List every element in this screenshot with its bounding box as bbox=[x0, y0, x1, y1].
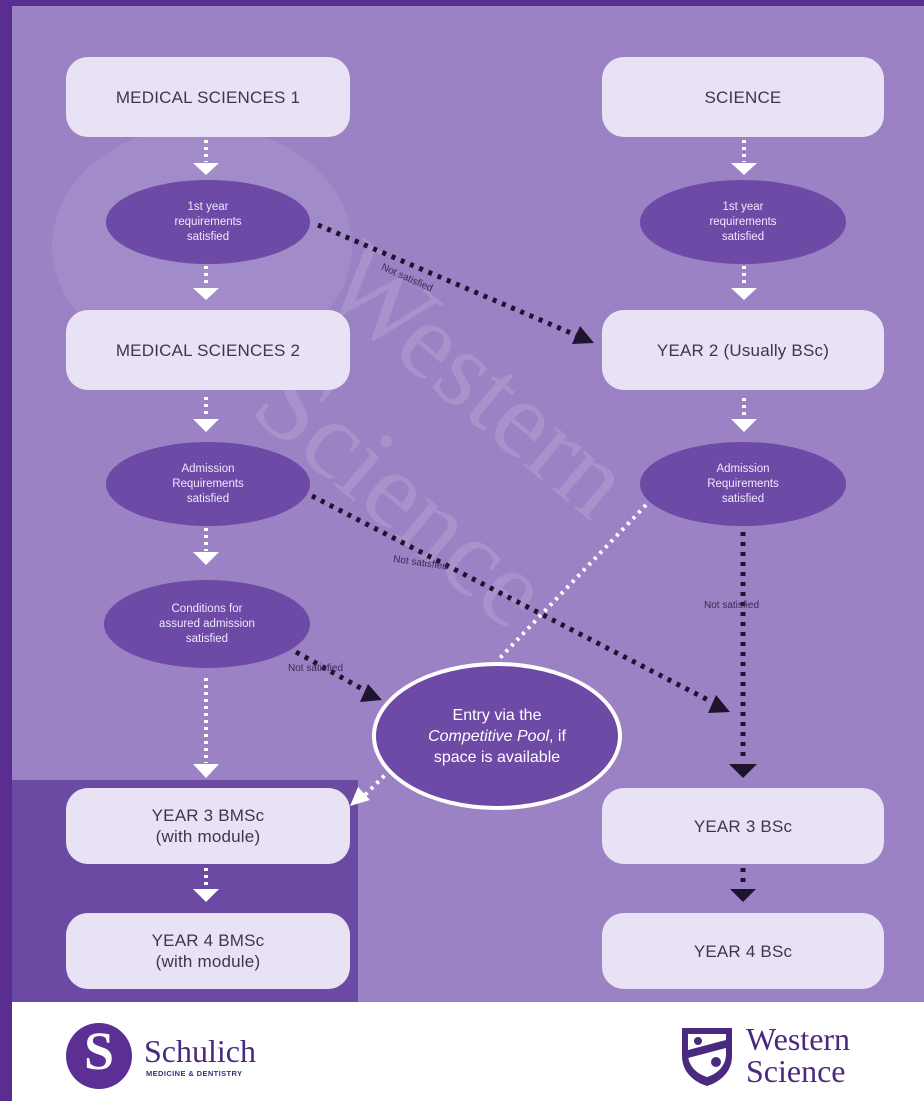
pool-text-italic: Competitive Pool bbox=[428, 727, 550, 745]
arrow-science-to-req bbox=[731, 140, 757, 175]
western-subtitle: Science bbox=[746, 1053, 846, 1089]
arrow-req-not-satisfied-to-year2 bbox=[317, 222, 594, 344]
arrow-sci-admission-not-satisfied-to-year3bsc bbox=[729, 532, 757, 778]
node-1st-year-requirements-sci: 1st year requirements satisfied bbox=[640, 180, 846, 264]
node-medical-sciences-1: MEDICAL SCIENCES 1 bbox=[66, 57, 350, 137]
node-admission-requirements-med: Admission Requirements satisfied bbox=[106, 442, 310, 526]
western-crest-icon bbox=[682, 1028, 732, 1086]
node-year-2: YEAR 2 (Usually BSc) bbox=[602, 310, 884, 390]
frame-border-left bbox=[0, 0, 12, 1101]
arrow-pool-to-year3bmsc bbox=[350, 768, 392, 806]
arrow-admission-not-satisfied-to-year3bsc bbox=[310, 493, 730, 713]
node-medical-sciences-2: MEDICAL SCIENCES 2 bbox=[66, 310, 350, 390]
node-admission-requirements-sci: Admission Requirements satisfied bbox=[640, 442, 846, 526]
arrow-conditions-to-year3 bbox=[193, 678, 219, 778]
node-year-4-bmsc: YEAR 4 BMSc (with module) bbox=[66, 913, 350, 989]
arrow-req-to-med2 bbox=[193, 266, 219, 300]
node-year-4-bsc: YEAR 4 BSc bbox=[602, 913, 884, 989]
schulich-subtitle: MEDICINE & DENTISTRY bbox=[146, 1069, 243, 1078]
label-not-satisfied-4: Not satisfied bbox=[704, 600, 760, 611]
arrow-year2-to-admission bbox=[731, 398, 757, 432]
arrow-admission-to-conditions bbox=[193, 528, 219, 565]
node-year-3-bmsc: YEAR 3 BMSc (with module) bbox=[66, 788, 350, 864]
western-name: Western bbox=[746, 1021, 851, 1057]
arrow-med2-to-admission bbox=[193, 397, 219, 432]
arrow-sci-admission-satisfied-to-pool bbox=[496, 503, 648, 662]
arrow-req-to-year2 bbox=[731, 266, 757, 300]
arrow-conditions-not-satisfied-to-pool bbox=[294, 649, 382, 702]
schulich-name: Schulich bbox=[144, 1033, 256, 1069]
footer-bar bbox=[12, 1002, 924, 1101]
arrow-year3bsc-to-year4bsc bbox=[730, 868, 756, 902]
node-science: SCIENCE bbox=[602, 57, 884, 137]
pool-text-line3: space is available bbox=[433, 748, 561, 766]
pool-text-line2: , if bbox=[549, 727, 566, 745]
node-year-3-bsc: YEAR 3 BSc bbox=[602, 788, 884, 864]
arrow-year3-to-year4-bmsc bbox=[193, 868, 219, 902]
arrow-med1-to-req bbox=[193, 140, 219, 175]
schulich-logo-mark: S bbox=[83, 1021, 115, 1081]
pool-text-line1: Entry via the bbox=[452, 706, 542, 724]
node-1st-year-requirements-med: 1st year requirements satisfied bbox=[106, 180, 310, 264]
node-conditions-assured-admission: Conditions for assured admission satisfi… bbox=[104, 580, 310, 668]
schulich-logo-icon bbox=[66, 1023, 132, 1089]
frame-border-top bbox=[0, 0, 924, 6]
label-not-satisfied-3: Not satisfied bbox=[288, 663, 344, 674]
node-competitive-pool: Entry via the Competitive Pool, if space… bbox=[372, 662, 622, 810]
